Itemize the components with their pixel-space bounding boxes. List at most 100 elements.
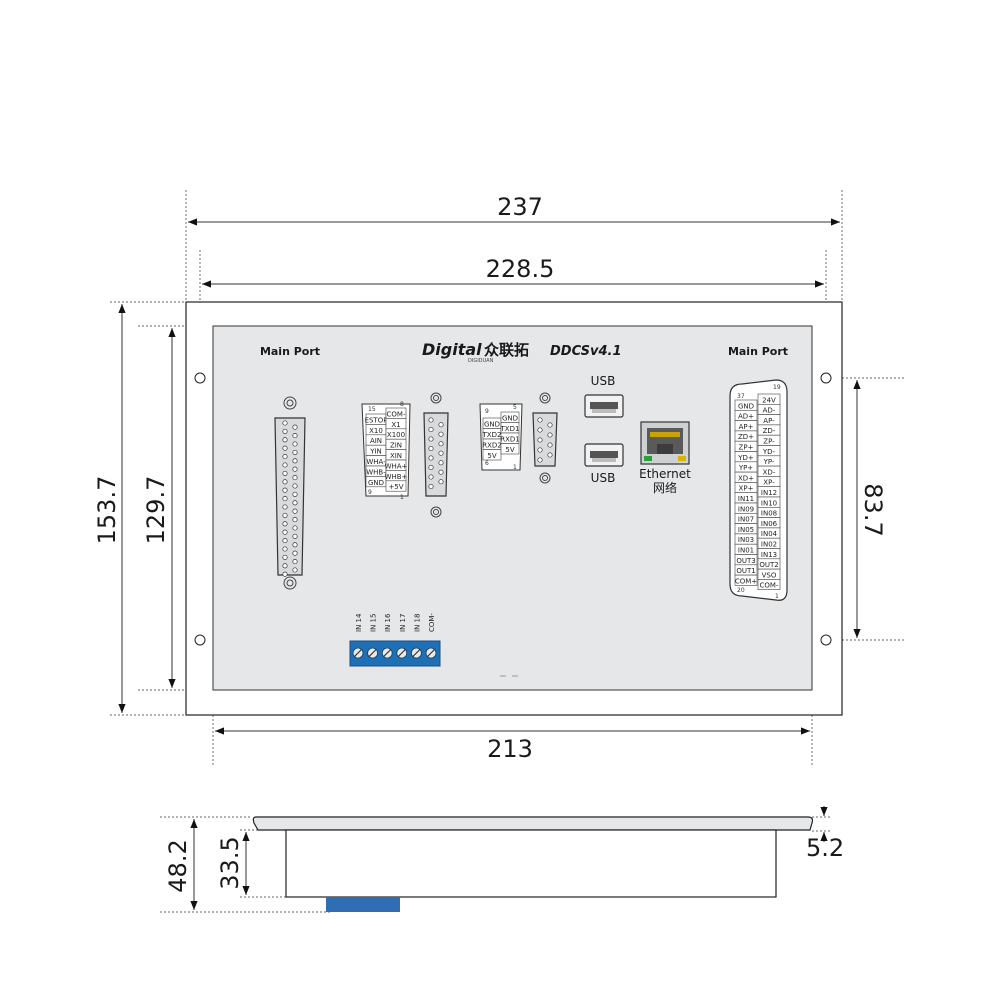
db37-pin-label-left: YD+ [737,454,754,462]
db15-pin-label-right: +5V [388,483,403,491]
db9-pin-label-right: 5V [505,446,514,454]
dim-depth-total: 48.2 [164,839,192,892]
connector-pin [547,442,553,448]
usb-label-top: USB [591,374,616,388]
mounting-hole [194,634,206,646]
connector-pin [537,427,543,433]
db15-pin-label-right: XIN [390,452,402,460]
connector-pin [282,546,288,552]
side-view: 48.2 33.5 5.2 [160,806,844,913]
connector-pin [438,422,444,428]
db15-pin-label-left: X10 [369,427,383,435]
side-flange [252,816,814,831]
dim-flange: 5.2 [806,834,844,862]
db9-cell [482,449,502,461]
connector-pin [428,426,434,433]
connector-pin [282,462,288,468]
connector-pin [428,445,434,452]
dim-outer-height: 153.7 [93,476,121,545]
db37-pins [282,420,298,577]
connector-pin [292,567,298,573]
db9-cell [500,443,520,455]
db37-pin-label-right: AP- [763,417,775,425]
terminal-label: IN 15 [370,614,378,632]
terminal-screw-slot [397,649,406,657]
db37-table: GNDAD+AP+ZD+ZP+YD+YP+XD+XP+IN11IN09IN07I… [734,393,781,591]
db37-pin-label-left: AD+ [738,413,754,421]
connector-pin [282,479,288,485]
connector-pin [282,521,288,527]
db37-pin-label-left: IN11 [738,495,754,503]
dim-outer-width: 237 [497,193,543,221]
db15-pinout: 15 8 9 1 ESTOPX10AINYINWHA-WHB-GNDCOM-X1… [361,401,411,501]
connector-pin [438,441,444,447]
db37-pin-label-left: IN01 [738,547,754,555]
db37-pin-label-right: XD- [763,468,776,476]
db37-corner-19: 19 [773,384,781,391]
brand-subtext: DIGIDUAN [468,358,494,364]
brand-name-cn: 众联拓 [484,341,529,359]
connector-pin [292,542,298,548]
db9-corner-9: 9 [485,408,489,415]
connector-pin [282,529,288,535]
db37-pinout-right: 37 19 20 1 GNDAD+AP+ZD+ZP+YD+YP+XD+XP+IN… [729,379,788,601]
connector-pin [438,479,444,485]
db37-connector-left [274,396,306,590]
connector-pin [282,470,288,476]
db37-pin-label-right: 24V [762,396,776,404]
db37-pin-label-left: OUT3 [736,557,755,565]
connector-pin [282,538,288,544]
db15-pin-label-right: WHB+ [385,473,408,481]
connector-pin [282,571,288,577]
connector-pin [282,487,288,493]
connector-pin [292,525,298,531]
db9-pin-label-left: 5V [487,452,496,460]
connector-pin [292,500,298,506]
mounting-hole [820,372,832,384]
db15-corner-8: 8 [400,401,404,408]
db37-pin-label-right: IN12 [761,489,777,497]
db15-corner-1: 1 [400,494,404,501]
db37-pin-label-left: AP+ [739,423,754,431]
db9-pin-label-right: GND [502,415,518,423]
connector-pin [282,437,288,443]
db15-pin-label-left: AIN [370,437,382,445]
connector-pin [537,457,543,463]
connector-pin [292,517,298,523]
db37-pin-label-left: XD+ [738,474,754,482]
terminal-screw-slot [368,649,377,657]
db15-pins [428,417,444,490]
db9-pin-label-right: TXD1 [500,425,520,433]
db37-pin-label-left: ZP+ [739,444,754,452]
db37-corner-1: 1 [775,593,779,600]
terminal-screw-slot [427,649,435,657]
dim-panel-width: 213 [487,735,533,763]
connector-pin [537,417,543,423]
db37-corner-20: 20 [737,587,745,594]
db9-pin-label-right: RXD1 [500,436,520,444]
db37-corner-37: 37 [737,393,745,400]
db15-cell [385,480,407,492]
db37-pin-label-left: XP+ [739,485,754,493]
mounting-hole [820,634,832,646]
db9-pin-label-left: GND [484,421,500,429]
terminal-label: COM- [428,613,436,632]
connector-pin [282,554,288,560]
connector-pin [428,464,434,471]
db9-pin-label-left: TXD2 [482,431,502,439]
dim-depth-body: 33.5 [216,836,244,889]
db37-cell [734,574,758,586]
db15-corner-9: 9 [368,489,372,496]
connector-pin [292,533,298,539]
main-port-label-right: Main Port [728,345,788,358]
ethernet-label: Ethernet [639,467,691,481]
connector-pin [428,474,434,480]
db15-table: ESTOPX10AINYINWHA-WHB-GNDCOM-X1X100ZINXI… [365,407,408,492]
connector-pin [547,452,553,458]
terminal-label: IN 17 [399,614,407,632]
db9-connector [532,392,558,484]
connector-pin [438,469,444,475]
model-name: DDCSv4.1 [550,344,622,359]
